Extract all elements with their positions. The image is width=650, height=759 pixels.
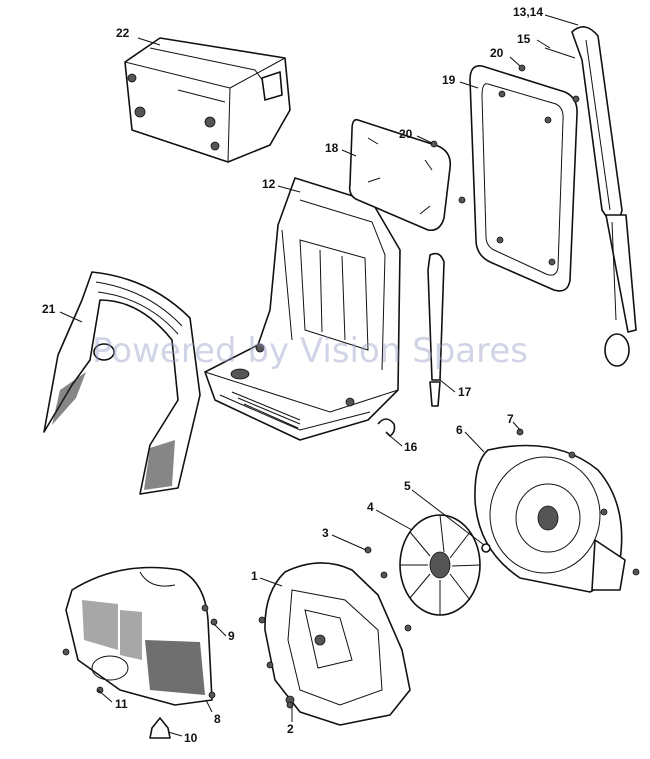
part-6-fan-housing bbox=[474, 444, 626, 593]
part-20-screws bbox=[430, 64, 580, 204]
part-1-blower-housing bbox=[264, 562, 411, 726]
callout-2: 2 bbox=[287, 722, 294, 736]
callout-11: 11 bbox=[115, 697, 128, 711]
part-16-hook bbox=[377, 418, 396, 437]
part-12-backpack-frame bbox=[204, 177, 401, 441]
leader-lines bbox=[59, 14, 579, 737]
part-10-foot bbox=[149, 717, 171, 739]
callout-13-14: 13,14 bbox=[513, 5, 543, 19]
part-17-waist-strap bbox=[427, 252, 445, 407]
callout-17: 17 bbox=[458, 385, 472, 399]
part-21-shroud bbox=[43, 271, 201, 495]
callout-15: 15 bbox=[517, 32, 531, 46]
callout-12: 12 bbox=[262, 177, 276, 191]
callout-1: 1 bbox=[251, 569, 258, 583]
callout-21: 21 bbox=[42, 302, 56, 316]
part-22-storage-box bbox=[124, 37, 291, 163]
callout-3: 3 bbox=[322, 526, 329, 540]
callout-9: 9 bbox=[228, 629, 235, 643]
callout-5: 5 bbox=[404, 479, 411, 493]
part-19-back-panel bbox=[469, 64, 578, 292]
callout-19: 19 bbox=[442, 73, 456, 87]
callout-20-mid: 20 bbox=[399, 127, 413, 141]
callout-4: 4 bbox=[367, 500, 374, 514]
callout-7: 7 bbox=[507, 412, 514, 426]
callout-10: 10 bbox=[184, 731, 198, 745]
callout-labels: 22 12 13,14 15 20 19 20 18 21 17 16 7 6 … bbox=[42, 5, 543, 745]
assorted-screws bbox=[62, 428, 640, 709]
callout-22: 22 bbox=[116, 26, 130, 40]
part-18-back-pad bbox=[348, 118, 452, 232]
callout-18: 18 bbox=[325, 141, 339, 155]
part-5-washer bbox=[481, 543, 491, 553]
callout-6: 6 bbox=[456, 423, 463, 437]
watermark-text: Powered by Vision Spares bbox=[92, 331, 528, 371]
callout-20-top: 20 bbox=[490, 46, 504, 60]
part-8-engine-cover bbox=[65, 566, 213, 706]
callout-16: 16 bbox=[404, 440, 418, 454]
part-15-pin bbox=[544, 47, 576, 59]
part-13-14-shoulder-strap bbox=[571, 26, 637, 367]
part-4-impeller bbox=[399, 514, 481, 616]
callout-8: 8 bbox=[214, 712, 221, 726]
